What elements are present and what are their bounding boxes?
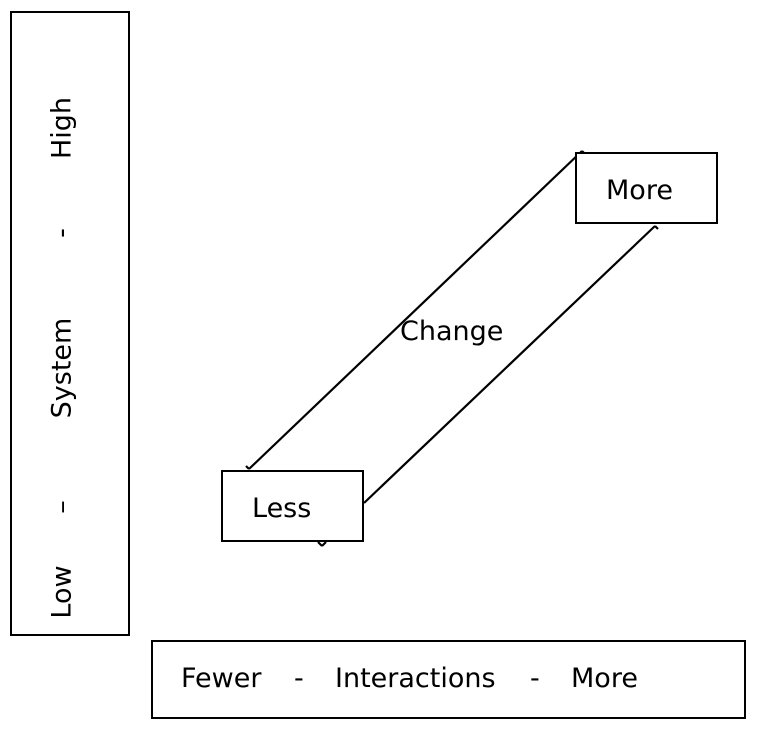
y-axis-low-label: Low [46,565,78,619]
y-axis-system-label: System [46,317,78,419]
more-node-label: More [606,175,673,206]
less-node-label: Less [252,493,312,524]
y-axis-box [10,11,130,636]
y-axis-high-label: High [46,96,78,160]
change-label: Change [400,316,504,347]
more-node-box [575,152,718,224]
upper-connector-line [248,150,583,470]
upper-connector-tick-bottom [245,465,250,470]
y-axis-separator-1: – [46,500,78,514]
x-axis-interactions-label: Interactions [335,663,496,694]
lower-connector-tick-top [654,225,659,230]
less-box-bottom-tick2 [321,541,327,547]
less-node-box [221,470,364,542]
lower-connector-line [363,225,656,504]
less-box-bottom-tick [317,541,323,547]
x-axis-separator-1: - [294,663,304,694]
x-axis-box [151,640,746,719]
x-axis-separator-2: - [530,663,540,694]
x-axis-fewer-label: Fewer [181,663,262,694]
x-axis-more-label: More [571,663,638,694]
y-axis-separator-2: - [46,228,78,238]
